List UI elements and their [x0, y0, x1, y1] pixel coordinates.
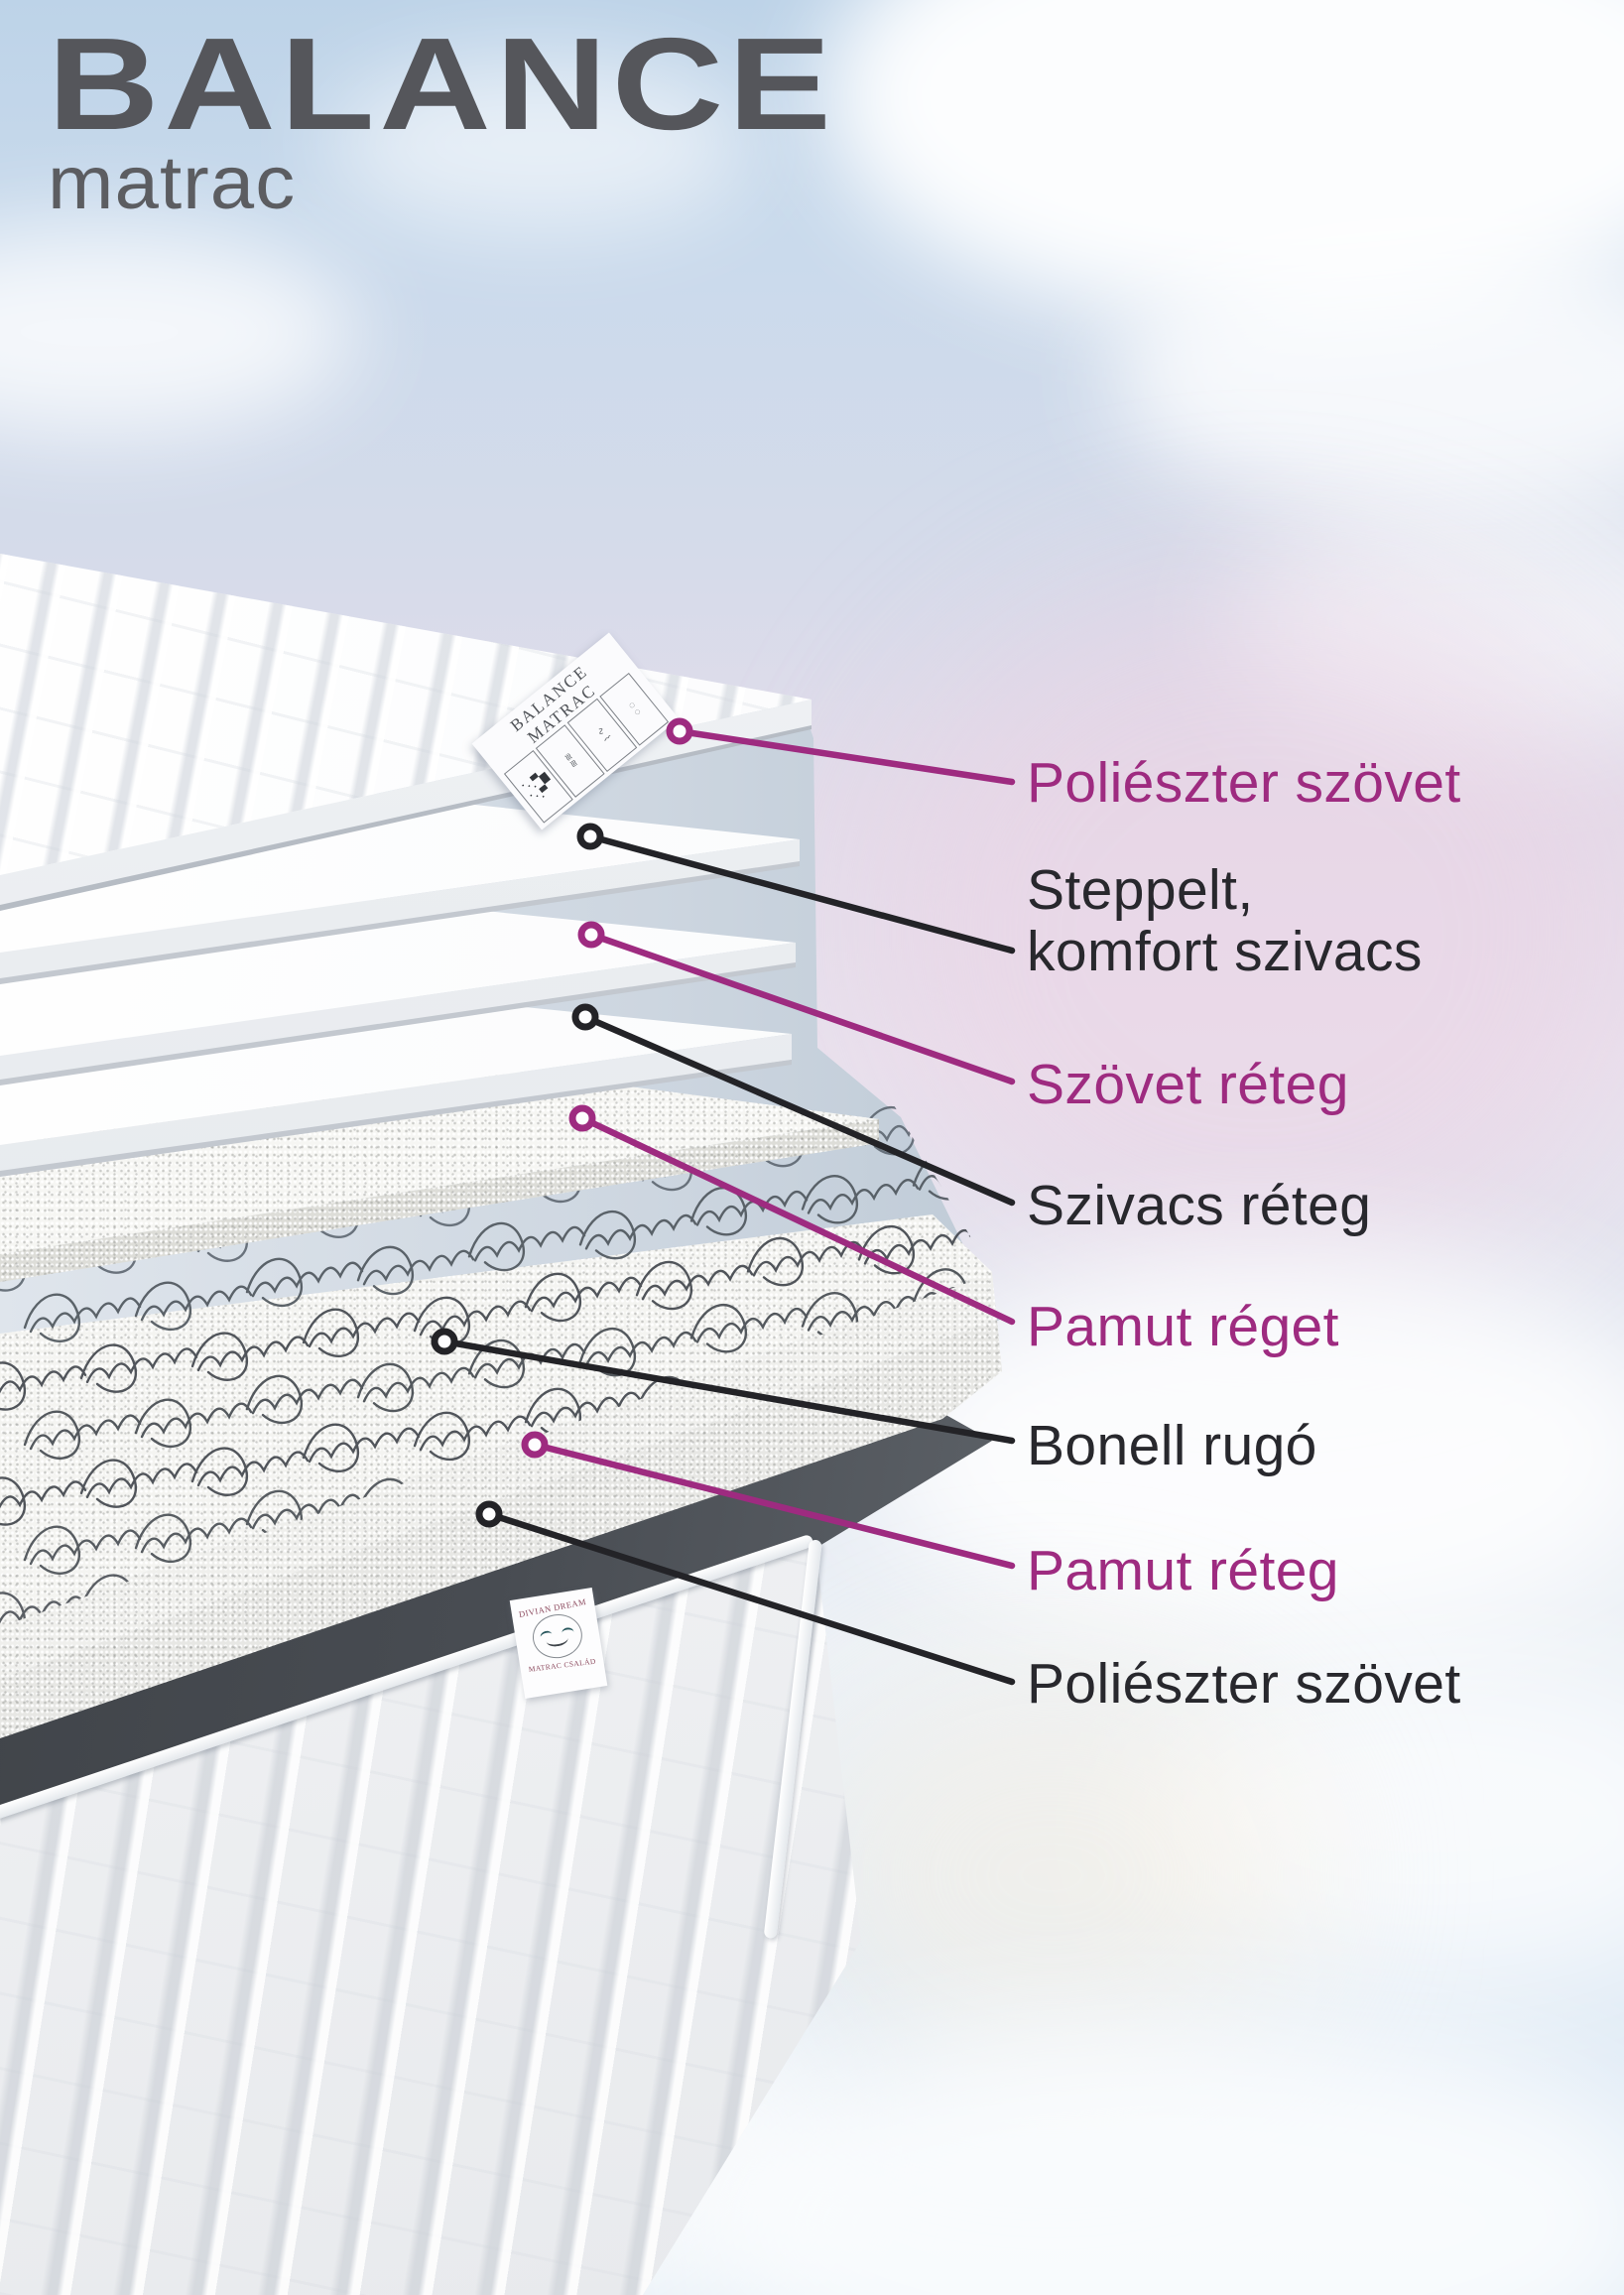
leader-dot [666, 717, 693, 745]
cloud-shape [1111, 238, 1624, 516]
leader-dot [577, 921, 605, 949]
leader-line [578, 1114, 1016, 1326]
leader-line [485, 1510, 1016, 1686]
layer-label: Pamut réget [1027, 1295, 1339, 1358]
leader-dot [431, 1328, 458, 1355]
leader-line [581, 1013, 1016, 1207]
page-subtitle: matrac [48, 141, 297, 226]
leader-dot [568, 1104, 596, 1132]
layer-label: Poliészter szövet [1027, 1652, 1461, 1716]
leader-dot [571, 1003, 599, 1031]
layer-label: Szövet réteg [1027, 1053, 1349, 1116]
pink-tint [873, 575, 1624, 1290]
title-block: BALANCE matrac [48, 16, 831, 226]
layer-label: Szivacs réteg [1027, 1174, 1372, 1237]
layer-label: Pamut réteg [1027, 1539, 1339, 1602]
leader-dot [521, 1431, 549, 1459]
spring-coil-row [0, 1203, 1085, 1409]
layer-label: Poliészter szövet [1027, 751, 1461, 815]
leader-line [586, 832, 1016, 955]
leader-line [531, 1441, 1016, 1570]
layer-label: Bonell rugó [1027, 1414, 1317, 1477]
leader-line [587, 931, 1016, 1085]
leader-line [440, 1338, 1016, 1445]
leader-dot [576, 823, 604, 850]
leader-line [676, 727, 1016, 786]
cloud-shape [327, 60, 754, 228]
leader-dot [475, 1500, 503, 1528]
page-title: BALANCE [48, 11, 836, 157]
layer-label: Steppelt, komfort szivacs [1027, 858, 1423, 983]
